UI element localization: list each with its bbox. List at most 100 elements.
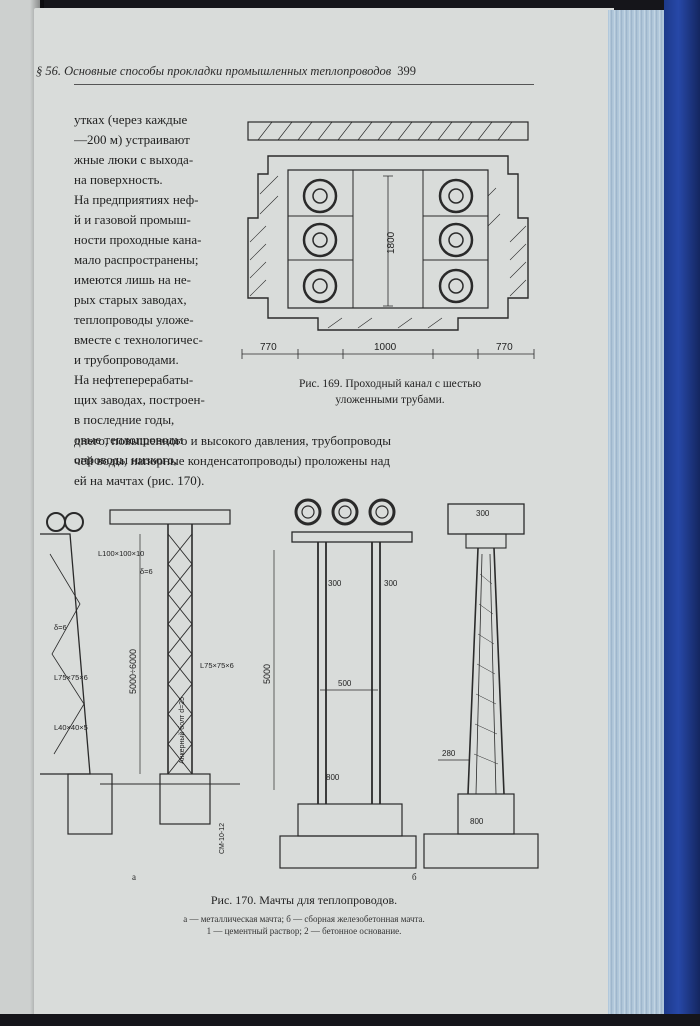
running-header: § 56. Основные способы прокладки промышл… [36,64,536,79]
legend-line: 1 — цементный раствор; 2 — бетонное осно… [206,926,402,936]
pipe-core [448,188,464,204]
paragraph-text: днего, повышенного и высокого давления, … [74,431,534,491]
pipe-core [312,188,328,204]
top-pipe [64,512,84,532]
legend-line: а — металлическая мачта; б — сборная жел… [183,914,425,924]
caption-line: уложенными трубами. [335,394,445,406]
page-number: 399 [397,64,416,78]
foundation [297,803,403,837]
side-lattice [49,553,85,755]
dim-angle4: L40×40×5 [54,723,88,732]
dim-plate2: δ=6 [54,623,67,632]
concrete-mast-side [423,503,539,869]
dim-center-800: 800 [326,773,340,782]
pipe [302,268,338,304]
channel-inner-wall [287,169,489,309]
text-line: рых старых заводах, [74,292,187,307]
text-line: щих заводах, построен- [74,392,205,407]
text-line: ности проходные кана- [74,232,202,247]
pipe-core [375,505,389,519]
text-line: —200 м) устраивают [74,132,190,147]
header-rule [74,84,534,85]
pipe [438,222,474,258]
wall-hatch [249,175,527,329]
mast-base [159,773,211,825]
pipe [302,222,338,258]
dimension-ticks [241,349,535,359]
text-line: и трубопроводами. [74,352,179,367]
text-line: утках (через каждые [74,112,188,127]
figure-170-caption: Рис. 170. Мачты для теплопроводов. [210,893,398,907]
top-pipe [46,512,66,532]
text-line: чей воды, напорные конденсатопроводы) пр… [74,453,390,468]
inner-column [475,553,497,795]
text-line: вместе с технологичес- [74,332,203,347]
text-line: на поверхность. [74,172,163,187]
dim-base: СМ-10-12 [219,823,226,854]
column-hatch [473,573,499,765]
pipe-core [338,505,352,519]
dim-center-300a: 300 [328,579,342,588]
text-line: опроводы низкого, [74,452,178,467]
book-cover-spine [664,0,700,1026]
crossbeam [291,531,413,543]
figure-169-caption: Рис. 169. Проходный канал с шестью уложе… [240,376,540,408]
text-line: жные люки с выхода- [74,152,194,167]
top-pipe [331,498,359,526]
label-a: а [132,872,136,882]
pipe-core [312,232,328,248]
dim-bolt: Анкерный болт d=25 [178,697,186,764]
text-line: й и газовой промыш- [74,212,191,227]
figure-170-legend: а — металлическая мачта; б — сборная жел… [74,913,534,937]
side-foundation [457,793,515,835]
dim-right: 770 [496,342,513,353]
text-line: На нефтеперерабаты- [74,372,194,387]
channel-outer-wall [247,155,529,331]
pipe-core [448,278,464,294]
label-b: б [412,872,417,882]
text-line: овые теплопроводы [74,432,184,447]
side-base [67,773,113,835]
text-line: в последние годы, [74,412,175,427]
pipe-core [301,505,315,519]
section-header: § 56. Основные способы прокладки промышл… [36,64,392,78]
dim-left-height: 5000÷6000 [128,649,138,694]
pipe [438,178,474,214]
dim-plate: δ=6 [140,567,153,576]
figure-170-drawing: 5000÷6000 L100×100×10 δ=6 δ=6 L75×75×6 L… [40,498,539,882]
side-collar [465,533,507,549]
top-pipe [368,498,396,526]
left-facing-page [0,0,40,1026]
pipes [302,178,474,304]
side-concrete-base [423,833,539,869]
pipe [302,178,338,214]
side-tower [40,533,91,775]
concrete-mast-b [273,498,417,869]
pipe-core [448,232,464,248]
ground-hatch [257,121,513,141]
dim-center-width: 500 [338,679,352,688]
text-line: теплопроводы уложе- [74,312,194,327]
text-line: днего, повышенного и высокого давления, … [74,433,391,448]
tapered-column [467,547,505,795]
pipe [438,268,474,304]
background-bottom [0,1014,700,1026]
dim-left: 770 [260,342,277,353]
dim-angle2: L75×75×6 [54,673,88,682]
caption-line: Рис. 169. Проходный канал с шестью [298,378,482,390]
dim-center: 1000 [374,342,397,353]
concrete-base [279,835,417,869]
dim-center-300b: 300 [384,579,398,588]
dim-center-height: 5000 [262,664,272,684]
top-pipe [294,498,322,526]
text-line: ей на мачтах (рис. 170). [74,473,205,488]
dim-right-800: 800 [470,817,484,826]
pipe-core [312,278,328,294]
mast-lattice [167,533,193,775]
column-text: утках (через каждые —200 м) устраивают жны… [74,110,244,470]
dim-right-280: 280 [442,749,456,758]
text-line: На предприятиях неф- [74,192,199,207]
dimension-ticks [383,175,393,307]
page-edges [608,10,664,1018]
